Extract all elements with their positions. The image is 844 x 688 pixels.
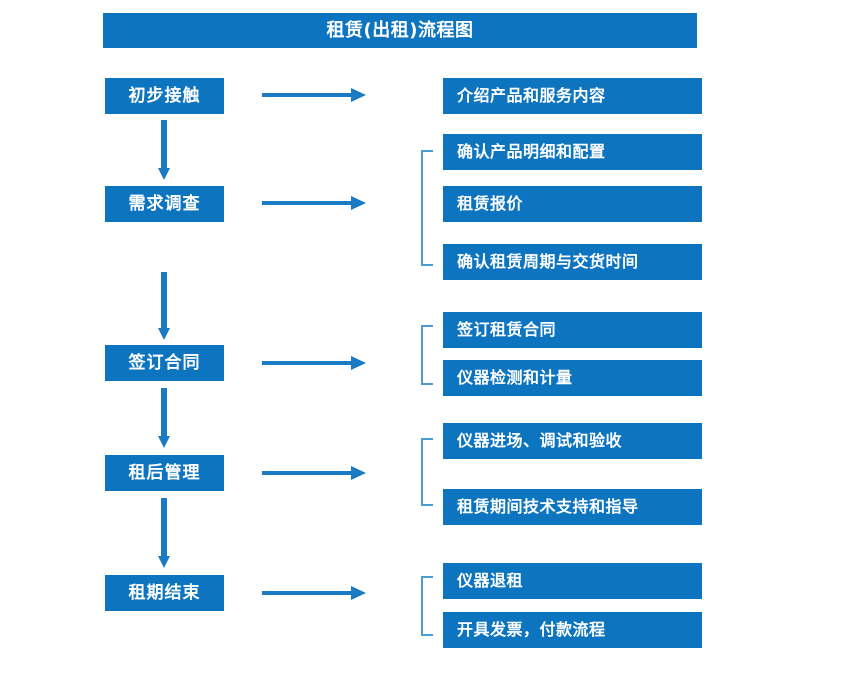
arrow-head	[351, 356, 366, 370]
arrow-head	[158, 328, 170, 340]
detail-box-5-2[interactable]: 开具发票，付款流程	[443, 612, 702, 648]
right-arrow-icon-3	[262, 354, 366, 372]
stage-box-2[interactable]: 需求调查	[105, 186, 224, 222]
right-arrow-icon-1	[262, 86, 366, 104]
arrow-shaft	[262, 361, 355, 365]
right-arrow-icon-5	[262, 584, 366, 602]
down-arrow-icon-2	[158, 272, 170, 340]
arrow-shaft	[262, 471, 355, 475]
down-arrow-icon-1	[158, 120, 170, 180]
arrow-head	[351, 196, 366, 210]
detail-box-4-1[interactable]: 仪器进场、调试和验收	[443, 423, 702, 459]
down-arrow-icon-4	[158, 498, 170, 568]
arrow-shaft	[161, 272, 167, 329]
group-bracket-5	[421, 576, 433, 636]
arrow-shaft	[161, 498, 167, 557]
detail-box-3-2[interactable]: 仪器检测和计量	[443, 360, 702, 396]
group-bracket-4	[421, 438, 433, 506]
stage-box-4[interactable]: 租后管理	[105, 455, 224, 491]
arrow-head	[351, 586, 366, 600]
arrow-shaft	[262, 93, 355, 97]
page-title: 租赁(出租)流程图	[103, 13, 697, 48]
detail-box-5-1[interactable]: 仪器退租	[443, 563, 702, 599]
arrow-shaft	[262, 591, 355, 595]
arrow-head	[351, 466, 366, 480]
arrow-shaft	[161, 388, 167, 437]
down-arrow-icon-3	[158, 388, 170, 448]
detail-box-4-2[interactable]: 租赁期间技术支持和指导	[443, 489, 702, 525]
detail-box-2-1[interactable]: 确认产品明细和配置	[443, 134, 702, 170]
right-arrow-icon-4	[262, 464, 366, 482]
right-arrow-icon-2	[262, 194, 366, 212]
detail-box-1-1[interactable]: 介绍产品和服务内容	[443, 78, 702, 114]
arrow-head	[158, 556, 170, 568]
arrow-shaft	[161, 120, 167, 169]
detail-box-2-2[interactable]: 租赁报价	[443, 186, 702, 222]
arrow-head	[158, 436, 170, 448]
stage-box-3[interactable]: 签订合同	[105, 345, 224, 381]
arrow-head	[158, 168, 170, 180]
detail-box-3-1[interactable]: 签订租赁合同	[443, 312, 702, 348]
detail-box-2-3[interactable]: 确认租赁周期与交货时间	[443, 244, 702, 280]
group-bracket-2	[421, 150, 433, 266]
stage-box-5[interactable]: 租期结束	[105, 575, 224, 611]
arrow-head	[351, 88, 366, 102]
stage-box-1[interactable]: 初步接触	[105, 78, 224, 114]
arrow-shaft	[262, 201, 355, 205]
group-bracket-3	[421, 325, 433, 385]
